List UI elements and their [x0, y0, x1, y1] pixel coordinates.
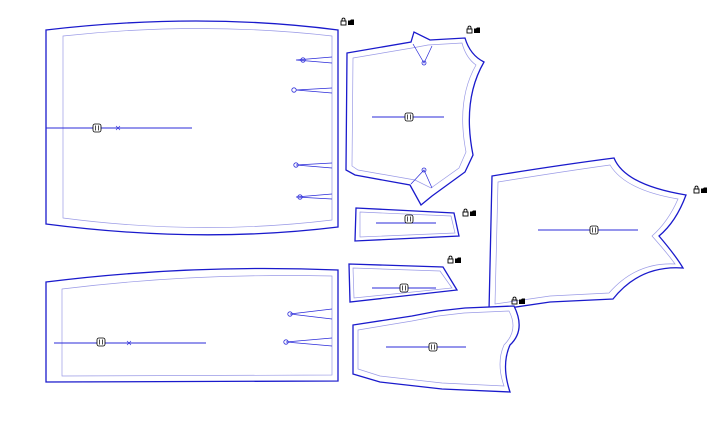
lock-icon: [693, 185, 708, 194]
piece-bodice-front[interactable]: [345, 25, 485, 206]
piece-sleeve[interactable]: [488, 157, 708, 312]
lock-icon: [447, 255, 462, 264]
lock-icon: [340, 17, 355, 26]
piece-bodice-back[interactable]: [352, 296, 526, 393]
lock-icon: [466, 25, 481, 34]
piece-skirt-back[interactable]: [45, 267, 339, 383]
lock-icon: [462, 208, 477, 217]
piece-skirt-front[interactable]: [45, 17, 355, 236]
piece-waistband-2[interactable]: [348, 255, 462, 303]
piece-waistband-1[interactable]: [354, 207, 477, 242]
